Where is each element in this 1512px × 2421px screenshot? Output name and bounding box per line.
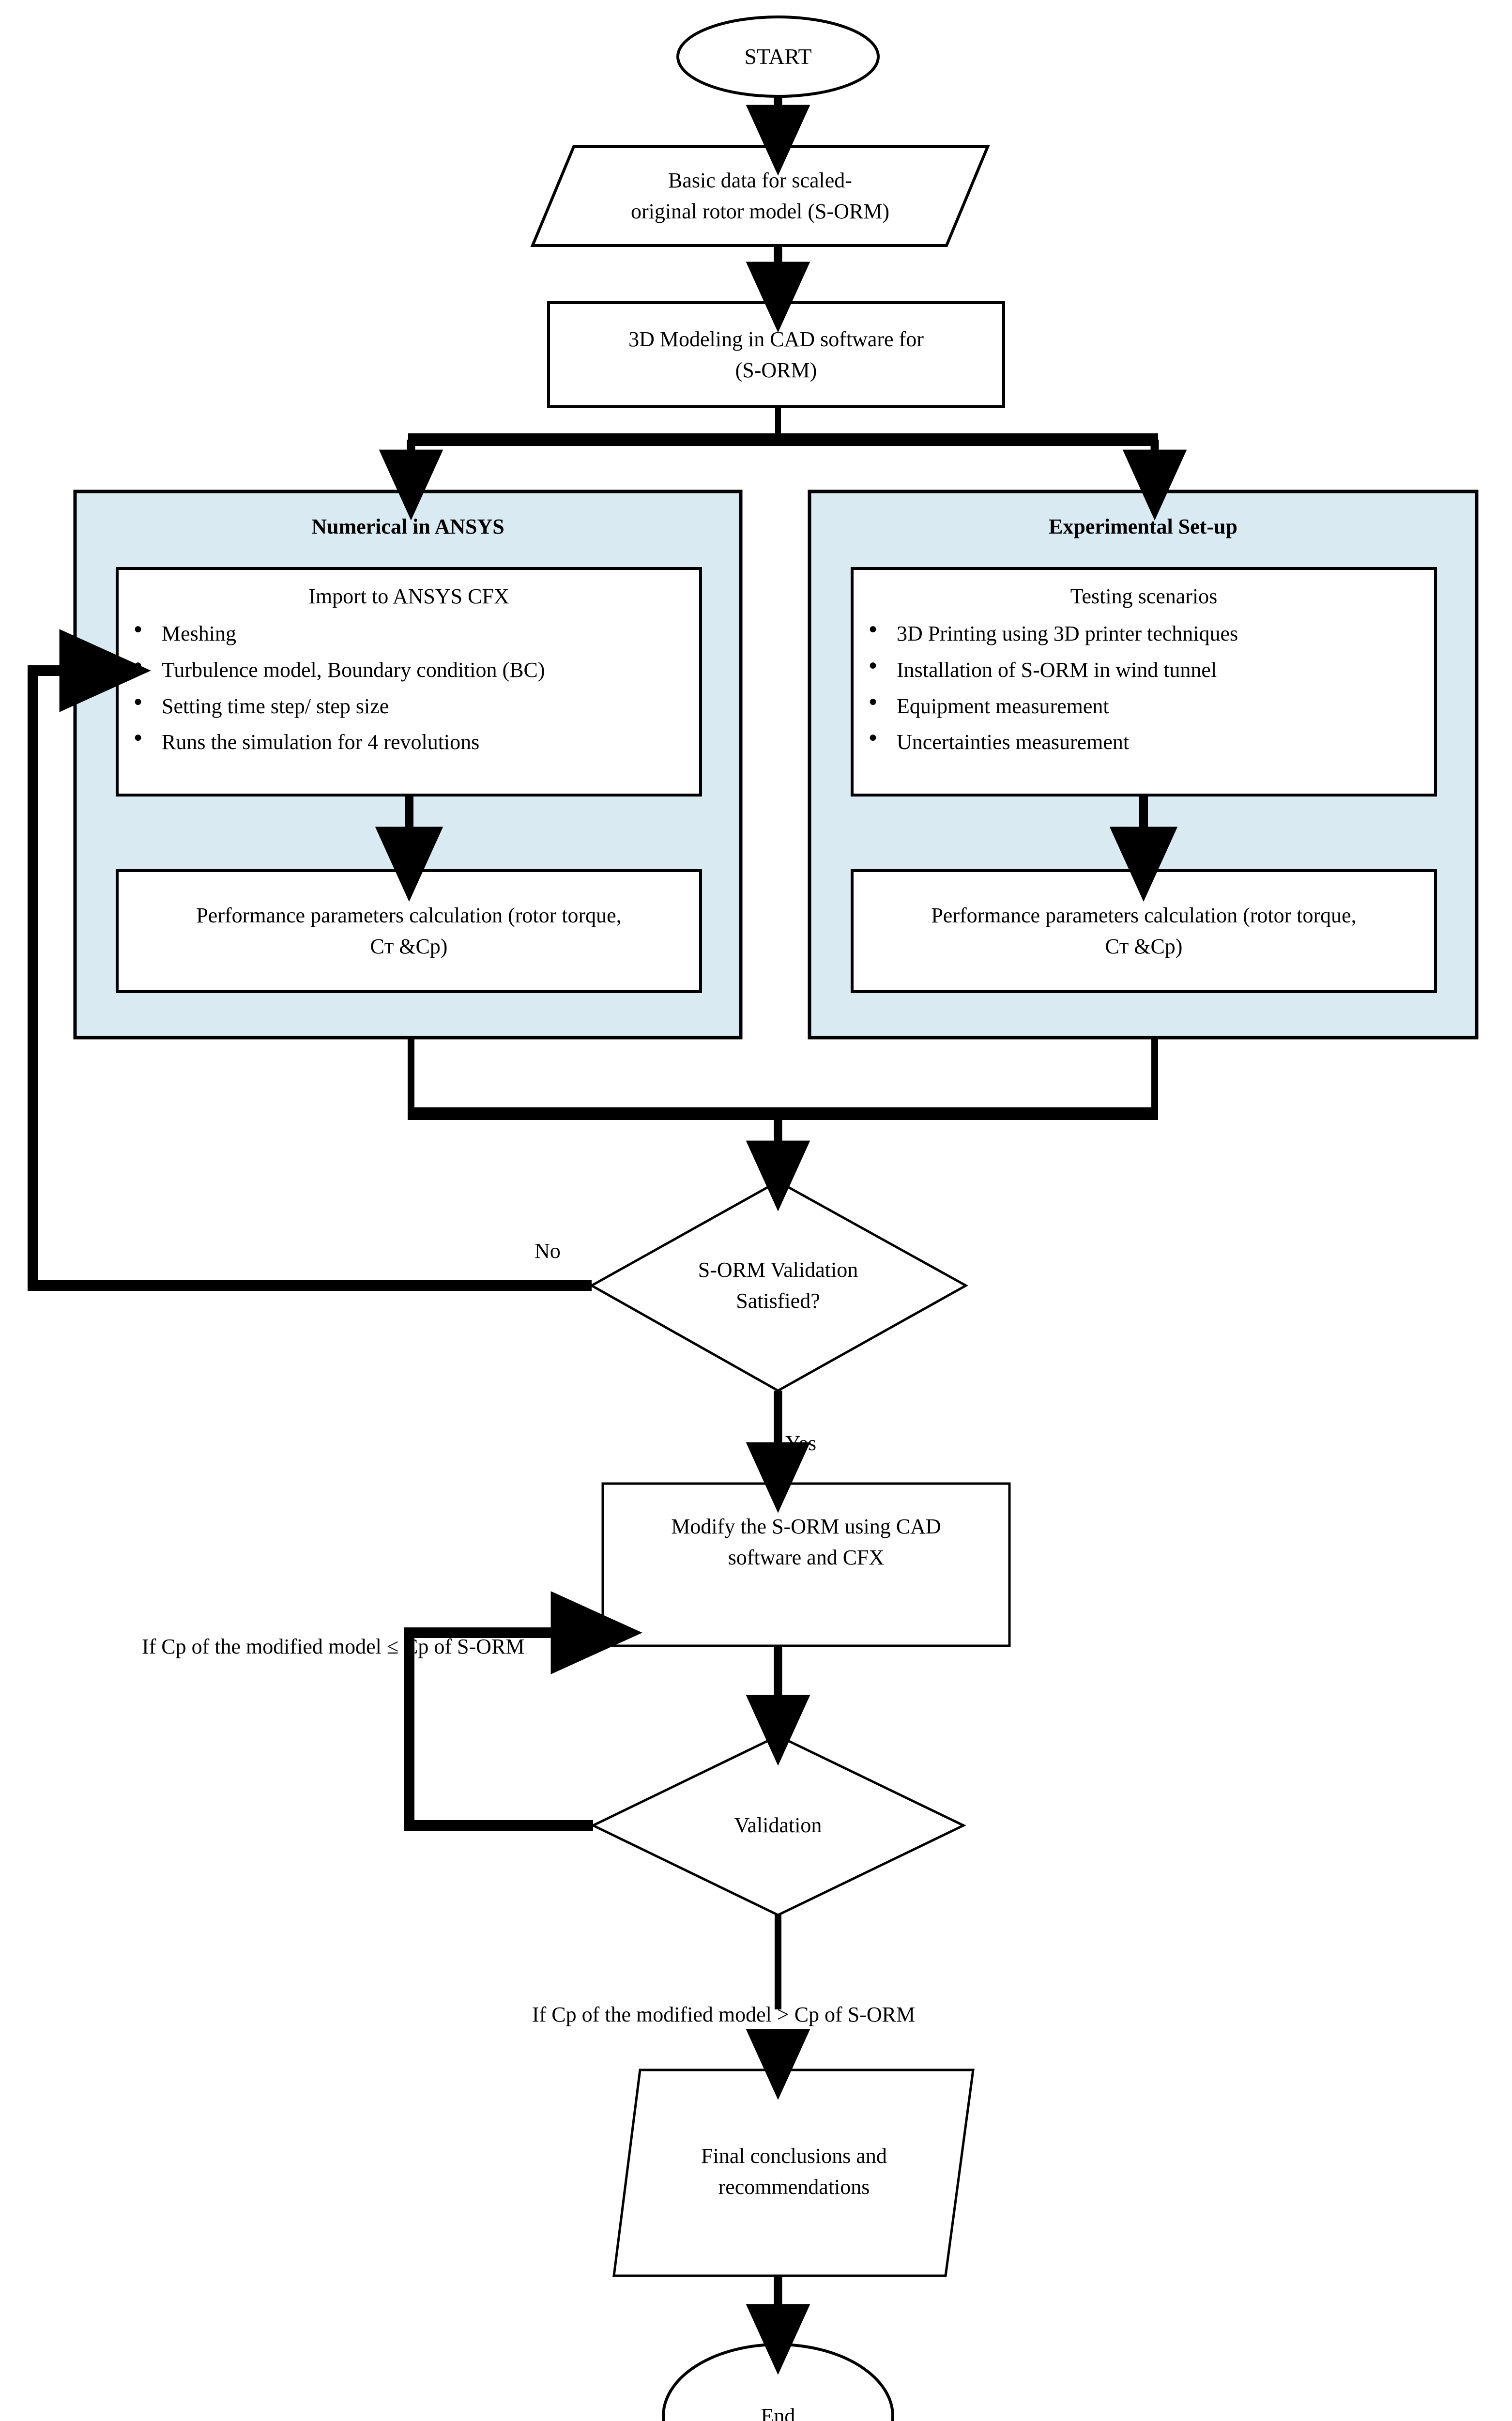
edge-no-feedback-loop: [28, 629, 592, 1291]
edge-label-cp-less-equal: If Cp of the modified model ≤ Cp of S-OR…: [142, 1635, 525, 1658]
edge-cp-less-loop: [404, 1591, 642, 1831]
experimental-result-box-shape: [851, 869, 1437, 993]
input-data-node-shape: [530, 145, 990, 247]
list-item: Runs the simulation for 4 revolutions: [134, 729, 698, 755]
list-item: Installation of S-ORM in wind tunnel: [869, 657, 1433, 683]
list-item: 3D Printing using 3D printer techniques: [869, 620, 1433, 647]
numerical-result-box-shape: [116, 869, 702, 993]
start-node-shape: [676, 15, 880, 98]
experimental-bullet-list: 3D Printing using 3D printer techniques …: [862, 620, 1433, 755]
end-node-shape: [662, 2343, 894, 2421]
final-output-node-shape: [612, 2069, 975, 2277]
experimental-inner-box-heading: Testing scenarios: [1070, 584, 1218, 608]
edge-label-no: No: [535, 1239, 561, 1263]
list-item: Turbulence model, Boundary condition (BC…: [134, 657, 698, 683]
modify-node-shape: [601, 1482, 1011, 1647]
list-item: Equipment measurement: [869, 693, 1433, 720]
list-item: Setting time step/ step size: [134, 693, 698, 720]
cad-model-node-shape: [547, 301, 1005, 408]
validation2-shape: [590, 1734, 966, 1916]
edge-label-yes: Yes: [785, 1431, 817, 1455]
validation-decision-shape: [589, 1180, 969, 1392]
list-item: Uncertainties measurement: [869, 729, 1433, 755]
edge-label-cp-greater: If Cp of the modified model > Cp of S-OR…: [532, 2003, 916, 2026]
numerical-inner-box-heading: Import to ANSYS CFX: [308, 584, 509, 608]
list-item: Meshing: [134, 620, 698, 647]
numerical-bullet-list: Meshing Turbulence model, Boundary condi…: [127, 620, 698, 755]
